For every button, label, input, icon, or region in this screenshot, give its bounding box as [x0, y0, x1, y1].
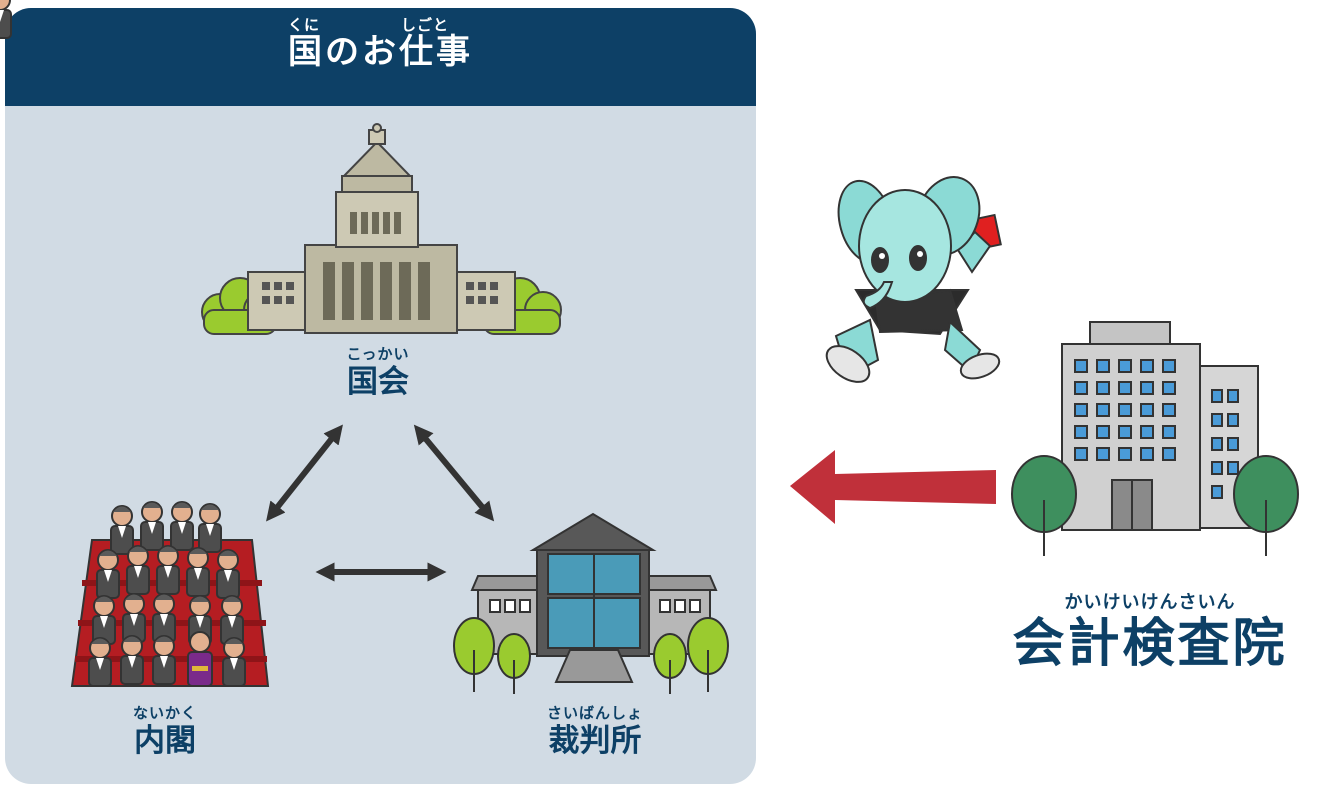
elephant-mascot-illustration	[820, 168, 1002, 389]
label-saibansho: さいばんしょ 裁判所	[515, 702, 675, 759]
arrow-diet-cabinet	[272, 432, 337, 514]
furigana-kokkai: こっかい	[318, 343, 438, 364]
board-of-audit-building	[1012, 322, 1298, 556]
furigana-naikaku: ないかく	[105, 702, 225, 723]
audit-tree-left	[1012, 456, 1076, 556]
label-kaikeikensain: かいけいけんさいん 会計検査院	[1000, 588, 1300, 674]
furigana-saibansho: さいばんしょ	[515, 702, 675, 723]
text-kokkai: 国会	[318, 364, 438, 400]
audit-tree-right	[1234, 456, 1298, 556]
text-saibansho: 裁判所	[515, 723, 675, 759]
label-naikaku: ないかく 内閣	[105, 702, 225, 759]
courthouse-illustration	[454, 514, 728, 694]
label-kokkai: こっかい 国会	[318, 343, 438, 400]
audit-arrow	[790, 450, 996, 524]
checks-and-balances-arrows	[272, 432, 488, 572]
text-kaikeikensain: 会計検査院	[1000, 614, 1300, 674]
text-naikaku: 内閣	[105, 723, 225, 759]
arrow-diet-court	[420, 432, 488, 514]
diet-building-illustration	[202, 124, 561, 334]
furigana-kaikeikensain: かいけいけんさいん	[1000, 588, 1300, 614]
cabinet-illustration	[0, 0, 268, 686]
